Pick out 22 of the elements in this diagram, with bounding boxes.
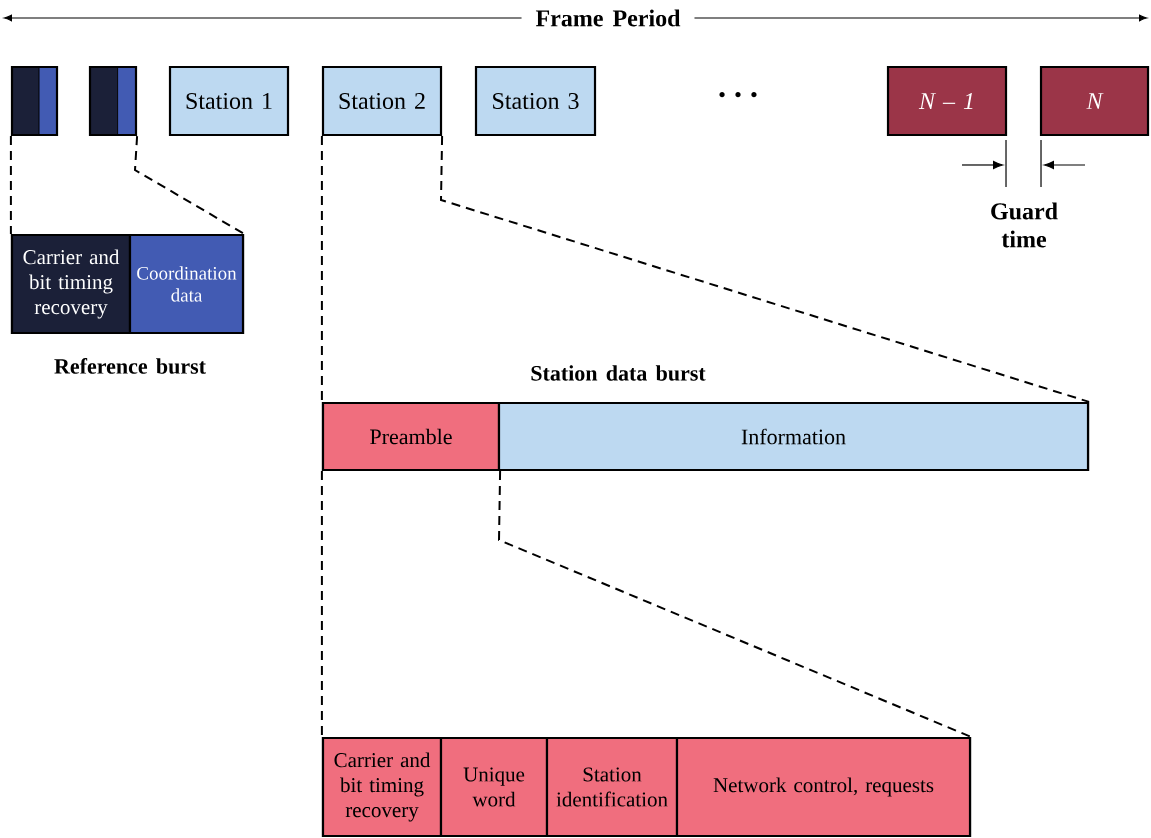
station-slot: N – 1	[886, 65, 1008, 137]
station-slot: Station 3	[474, 65, 597, 137]
zoom-line	[440, 135, 1091, 403]
dimension-label: Guard time	[991, 202, 1058, 248]
station-slot: Station 2	[321, 65, 443, 137]
zoom-line	[498, 470, 973, 738]
field-cell: Carrier and bit timing recovery	[10, 233, 132, 335]
zoom-line	[320, 135, 323, 403]
station-slot: N	[1039, 65, 1150, 137]
zoom-line	[133, 135, 246, 235]
field-cell: Preamble	[321, 401, 501, 472]
ellipsis: • • •	[719, 92, 757, 98]
zoom-line	[9, 135, 12, 235]
field-cell: Coordination data	[128, 233, 245, 335]
burst-title: Reference burst	[54, 358, 206, 374]
zoom-line	[320, 470, 323, 738]
burst-title: Station data burst	[531, 365, 706, 381]
station-slot: Station 1	[168, 65, 290, 137]
reference-burst-slot	[10, 65, 59, 137]
reference-burst-slot	[88, 65, 138, 137]
field-cell: Information	[497, 401, 1090, 472]
dimension-label: Frame Period	[521, 6, 695, 30]
